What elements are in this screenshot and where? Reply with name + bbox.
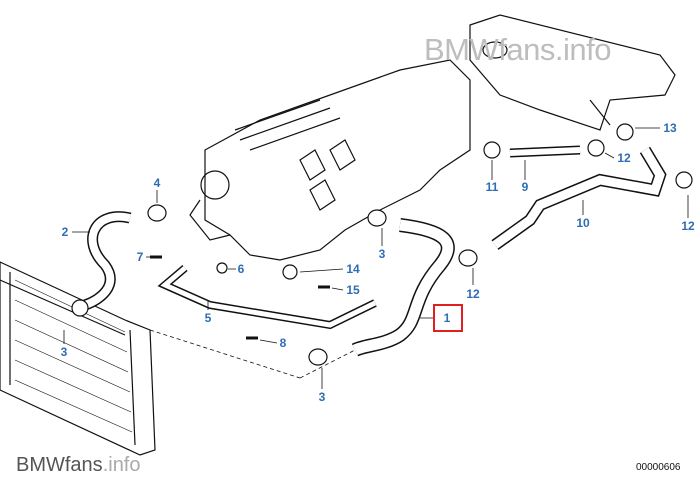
callout-6[interactable]: 6 (237, 262, 245, 276)
hose-clamps (71, 123, 693, 366)
callout-12[interactable]: 12 (617, 151, 631, 165)
callout-1[interactable]: 1 (443, 311, 451, 325)
watermark-brand: BMWfans (16, 454, 103, 476)
radiator (0, 261, 156, 456)
callout-9[interactable]: 9 (521, 180, 529, 194)
expansion-tank (469, 14, 676, 131)
callout-12[interactable]: 12 (681, 219, 695, 233)
callout-14[interactable]: 14 (346, 262, 360, 276)
callout-15[interactable]: 15 (346, 283, 360, 297)
callout-12[interactable]: 12 (466, 287, 480, 301)
highlight-box (433, 304, 463, 332)
callout-3[interactable]: 3 (378, 247, 386, 261)
callout-7[interactable]: 7 (136, 250, 144, 264)
callout-11[interactable]: 11 (485, 180, 499, 194)
water-pump (200, 170, 230, 200)
callout-8[interactable]: 8 (279, 336, 287, 350)
diagram-code: 00000606 (636, 462, 681, 473)
callout-3[interactable]: 3 (318, 390, 326, 404)
callout-3[interactable]: 3 (60, 345, 68, 359)
watermark-top: BMWfans.info (424, 32, 611, 67)
watermark-suffix: .info (102, 454, 141, 476)
watermark-bottom: BMWfans.info (16, 454, 141, 477)
callout-10[interactable]: 10 (576, 216, 590, 230)
callout-4[interactable]: 4 (153, 176, 161, 190)
callout-2[interactable]: 2 (61, 225, 69, 239)
engine-block (204, 59, 471, 261)
callout-13[interactable]: 13 (663, 121, 677, 135)
callout-5[interactable]: 5 (204, 311, 212, 325)
